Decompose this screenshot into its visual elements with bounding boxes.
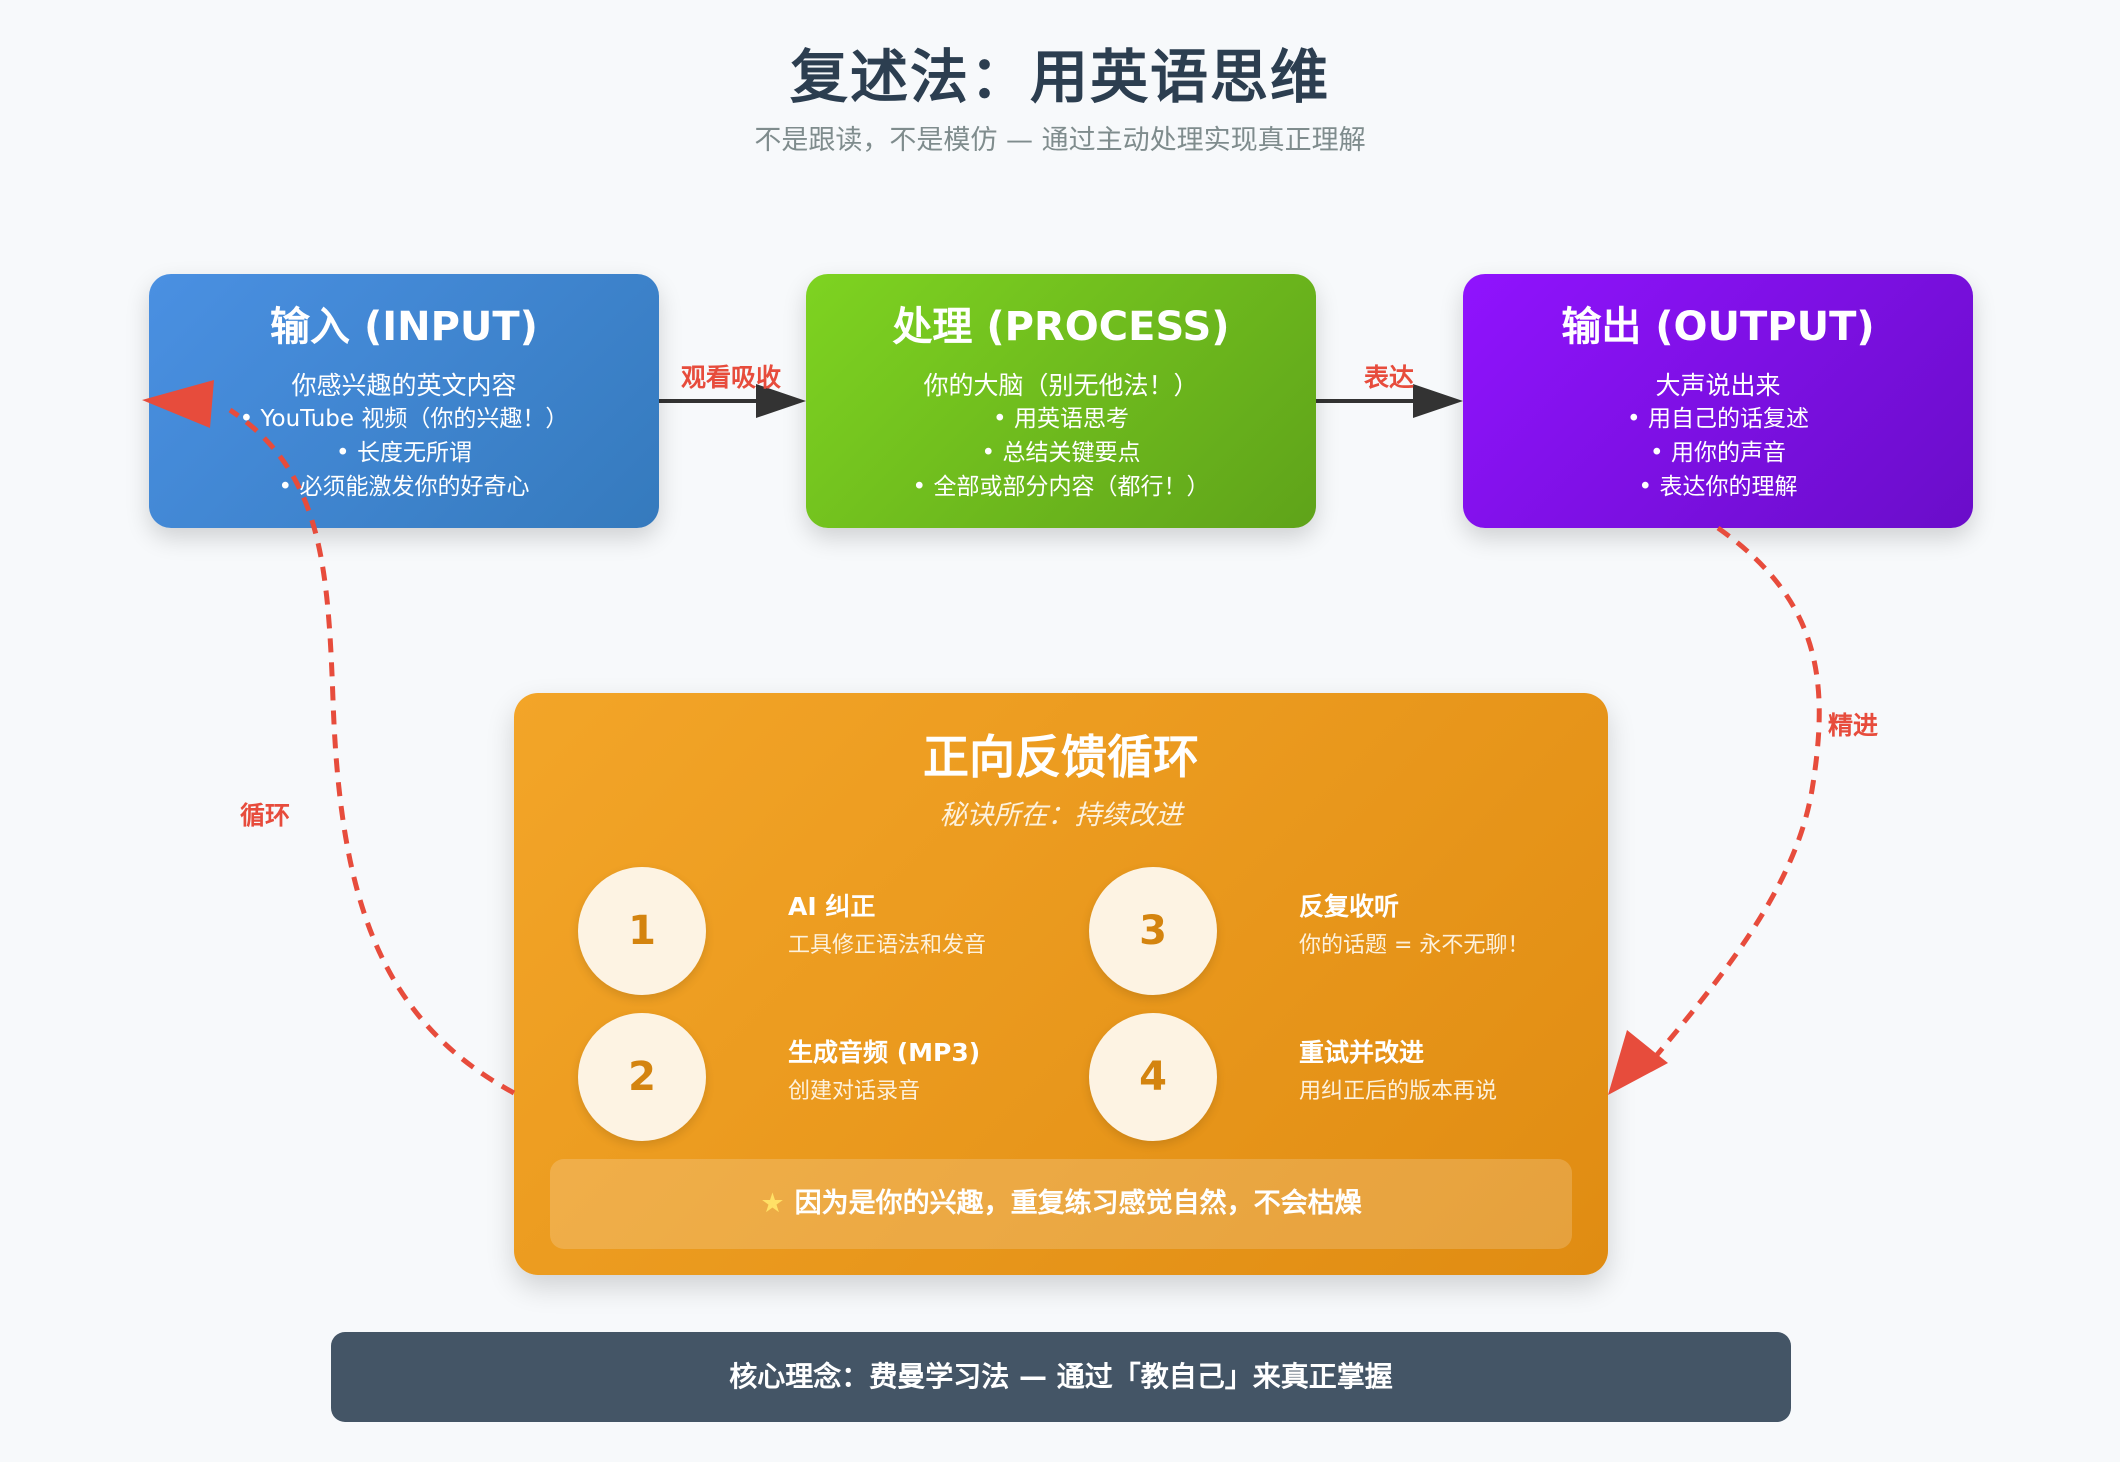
page-title: 复述法：用英语思维 <box>789 43 1330 111</box>
output-subtitle: 大声说出来 <box>1655 371 1781 400</box>
input-bullet: 必须能激发你的好奇心 <box>149 470 659 504</box>
step-number-circle: 2 <box>578 1013 706 1141</box>
star-icon: ★ <box>760 1188 785 1219</box>
label-absorb: 观看吸收 <box>681 363 782 392</box>
core-idea-banner: 核心理念：费曼学习法 — 通过「教自己」来真正掌握 <box>331 1332 1791 1422</box>
step-title: 生成音频 (MP3) <box>788 1038 981 1067</box>
step-number-circle: 4 <box>1089 1013 1217 1141</box>
step-number-circle: 3 <box>1089 867 1217 995</box>
process-title: 处理 (PROCESS) <box>892 304 1230 350</box>
label-express: 表达 <box>1364 363 1415 392</box>
loop-step: 2 生成音频 (MP3) 创建对话录音 <box>578 1013 1078 1143</box>
input-box: 输入 (INPUT) 你感兴趣的英文内容 YouTube 视频（你的兴趣！） 长… <box>149 274 659 528</box>
step-description: 工具修正语法和发音 <box>788 933 987 958</box>
label-refine: 精进 <box>1828 711 1879 740</box>
input-bullet: 长度无所谓 <box>149 436 659 470</box>
loop-title: 正向反馈循环 <box>923 730 1199 784</box>
loop-tip: ★ 因为是你的兴趣，重复练习感觉自然，不会枯燥 <box>550 1159 1572 1249</box>
loop-step: 3 反复收听 你的话题 = 永不无聊！ <box>1089 867 1589 997</box>
input-subtitle: 你感兴趣的英文内容 <box>291 371 517 400</box>
input-title: 输入 (INPUT) <box>270 304 538 350</box>
step-number-circle: 1 <box>578 867 706 995</box>
loop-subtitle: 秘诀所在：持续改进 <box>939 800 1183 831</box>
process-bullet: 全部或部分内容（都行！） <box>806 470 1316 504</box>
input-bullet: YouTube 视频（你的兴趣！） <box>149 402 659 436</box>
arrowhead-process-to-output <box>1413 384 1463 418</box>
step-description: 你的话题 = 永不无聊！ <box>1299 933 1530 958</box>
page-subtitle: 不是跟读，不是模仿 — 通过主动处理实现真正理解 <box>754 125 1366 156</box>
output-box: 输出 (OUTPUT) 大声说出来 用自己的话复述 用你的声音 表达你的理解 <box>1463 274 1973 528</box>
feedback-loop-box: 正向反馈循环 秘诀所在：持续改进 1 AI 纠正 工具修正语法和发音 2 生成音… <box>514 693 1608 1275</box>
process-bullet: 用英语思考 <box>806 402 1316 436</box>
output-bullet: 用你的声音 <box>1463 436 1973 470</box>
step-description: 用纠正后的版本再说 <box>1299 1079 1498 1104</box>
label-loop: 循环 <box>240 801 291 830</box>
step-title: AI 纠正 <box>788 892 876 921</box>
loop-step: 1 AI 纠正 工具修正语法和发音 <box>578 867 1078 997</box>
output-title: 输出 (OUTPUT) <box>1561 304 1875 350</box>
output-bullet: 表达你的理解 <box>1463 470 1973 504</box>
arrowhead-input-to-process <box>756 384 806 418</box>
loop-tip-text: 因为是你的兴趣，重复练习感觉自然，不会枯燥 <box>794 1188 1362 1219</box>
process-box: 处理 (PROCESS) 你的大脑（别无他法！） 用英语思考 总结关键要点 全部… <box>806 274 1316 528</box>
loop-step: 4 重试并改进 用纠正后的版本再说 <box>1089 1013 1589 1143</box>
step-title: 反复收听 <box>1299 892 1400 921</box>
process-bullet: 总结关键要点 <box>806 436 1316 470</box>
step-description: 创建对话录音 <box>788 1079 921 1104</box>
step-title: 重试并改进 <box>1299 1038 1425 1067</box>
output-bullet: 用自己的话复述 <box>1463 402 1973 436</box>
process-subtitle: 你的大脑（别无他法！） <box>923 371 1199 400</box>
